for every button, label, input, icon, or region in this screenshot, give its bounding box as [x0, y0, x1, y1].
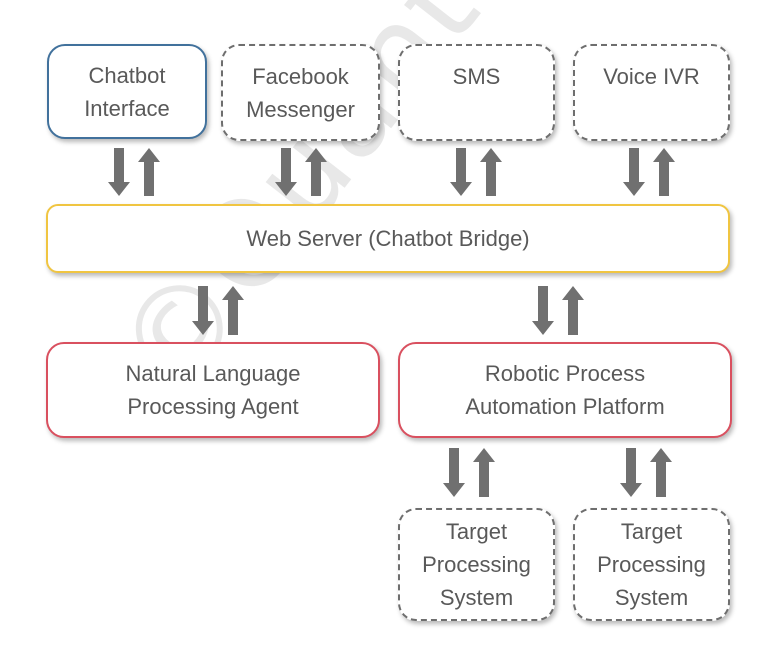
- rpa-up-arrow: [562, 286, 584, 335]
- voice-ivr-label: Voice IVR: [603, 64, 700, 89]
- sms-label: SMS: [452, 64, 501, 89]
- sms-down-arrow: [450, 148, 472, 196]
- target-1-down-arrow: [443, 448, 465, 497]
- rpa-down-arrow: [532, 286, 554, 335]
- facebook-up-arrow: [305, 148, 327, 196]
- chatbot-up-arrow: [138, 148, 160, 196]
- sms-box: SMS: [398, 44, 555, 141]
- nlp-up-arrow: [222, 286, 244, 335]
- chatbot-interface-box: Chatbot Interface: [47, 44, 207, 139]
- voice-ivr-box: Voice IVR: [573, 44, 730, 141]
- target-system-box-2: Target Processing System: [573, 508, 730, 621]
- voice-ivr-down-arrow: [623, 148, 645, 196]
- rpa-platform-box: Robotic Process Automation Platform: [398, 342, 732, 438]
- web-server-label: Web Server (Chatbot Bridge): [246, 226, 530, 251]
- facebook-messenger-box: Facebook Messenger: [221, 44, 380, 141]
- facebook-down-arrow: [275, 148, 297, 196]
- target-1-up-arrow: [473, 448, 495, 497]
- sms-up-arrow: [480, 148, 502, 196]
- facebook-messenger-label: Facebook Messenger: [246, 63, 355, 122]
- nlp-agent-label: Natural Language Processing Agent: [125, 361, 301, 419]
- voice-ivr-up-arrow: [653, 148, 675, 196]
- nlp-down-arrow: [192, 286, 214, 335]
- rpa-platform-label: Robotic Process Automation Platform: [465, 361, 665, 419]
- target-2-down-arrow: [620, 448, 642, 497]
- nlp-agent-box: Natural Language Processing Agent: [46, 342, 380, 438]
- chatbot-down-arrow: [108, 148, 130, 196]
- target-system-label-2: Target Processing System: [597, 519, 706, 610]
- target-system-label-1: Target Processing System: [422, 519, 531, 610]
- target-2-up-arrow: [650, 448, 672, 497]
- web-server-box: Web Server (Chatbot Bridge): [46, 204, 730, 273]
- target-system-box-1: Target Processing System: [398, 508, 555, 621]
- chatbot-interface-label: Chatbot Interface: [84, 62, 170, 121]
